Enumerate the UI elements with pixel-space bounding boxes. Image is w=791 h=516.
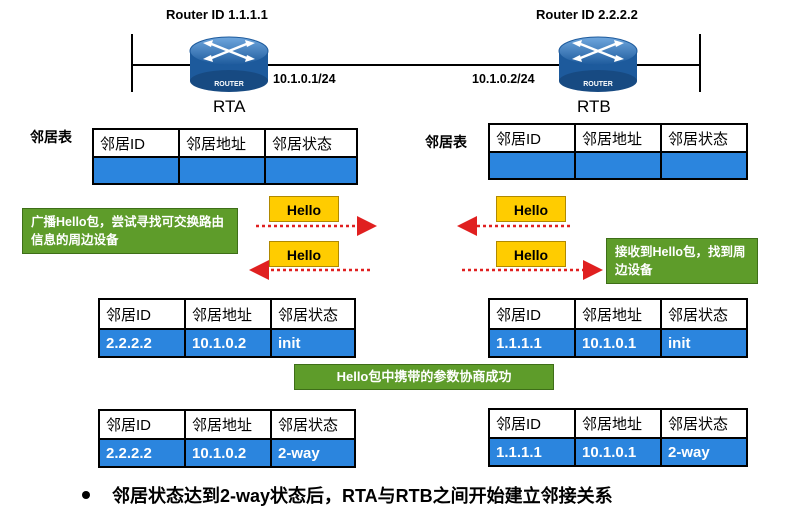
cell-neighbor-id: 1.1.1.1 <box>488 437 576 467</box>
table-row: 1.1.1.1 10.1.0.1 init <box>488 328 748 358</box>
header-neighbor-state: 邻居状态 <box>660 123 748 153</box>
hello-packet-rta-2: Hello <box>269 241 339 267</box>
rtb-name: RTB <box>577 97 611 116</box>
table-row: 2.2.2.2 10.1.0.2 2-way <box>98 438 356 468</box>
header-neighbor-id: 邻居ID <box>98 298 186 330</box>
cell-neighbor-state: init <box>270 328 356 358</box>
bottom-statement: 邻居状态达到2-way状态后，RTA与RTB之间开始建立邻接关系 <box>82 482 613 508</box>
header-neighbor-id: 邻居ID <box>488 408 576 439</box>
header-neighbor-address: 邻居地址 <box>574 298 662 330</box>
table-row: 1.1.1.1 10.1.0.1 2-way <box>488 437 748 467</box>
bullet-icon <box>82 491 90 500</box>
cell-neighbor-state: 2-way <box>660 437 748 467</box>
rtb-neighbor-table-init: 邻居ID 邻居地址 邻居状态 1.1.1.1 10.1.0.1 init <box>488 298 748 358</box>
bottom-statement-text: 邻居状态达到2-way状态后，RTA与RTB之间开始建立邻接关系 <box>112 486 613 506</box>
rtb-neighbor-table-2way: 邻居ID 邻居地址 邻居状态 1.1.1.1 10.1.0.1 2-way <box>488 408 748 467</box>
rta-router-icon[interactable]: ROUTER <box>189 35 269 93</box>
hello-packet-rtb-1: Hello <box>496 196 566 222</box>
cell-neighbor-state: 2-way <box>270 438 356 468</box>
rta-name: RTA <box>213 97 246 116</box>
cell-neighbor-address: 10.1.0.1 <box>574 328 662 358</box>
cell-neighbor-id: 2.2.2.2 <box>98 328 186 358</box>
table-row <box>92 156 358 185</box>
rta-router-id: Router ID 1.1.1.1 <box>166 7 268 22</box>
header-neighbor-id: 邻居ID <box>488 298 576 330</box>
rta-icon-label: ROUTER <box>214 81 244 88</box>
rta-neighbor-table-empty: 邻居ID 邻居地址 邻居状态 <box>92 128 358 185</box>
header-neighbor-state: 邻居状态 <box>660 408 748 439</box>
cell-neighbor-state: init <box>660 328 748 358</box>
table-row: 2.2.2.2 10.1.0.2 init <box>98 328 356 358</box>
hello-packet-rta-1: Hello <box>269 196 339 222</box>
header-neighbor-address: 邻居地址 <box>574 408 662 439</box>
hello-arrows <box>249 216 603 280</box>
header-neighbor-state: 邻居状态 <box>270 409 356 440</box>
header-neighbor-state: 邻居状态 <box>660 298 748 330</box>
rta-neighbor-table-init: 邻居ID 邻居地址 邻居状态 2.2.2.2 10.1.0.2 init <box>98 298 356 358</box>
rta-neighbor-table-label: 邻居表 <box>30 129 72 145</box>
header-neighbor-address: 邻居地址 <box>184 298 272 330</box>
rta-neighbor-table-2way: 邻居ID 邻居地址 邻居状态 2.2.2.2 10.1.0.2 2-way <box>98 409 356 468</box>
cell-neighbor-address: 10.1.0.2 <box>184 328 272 358</box>
rtb-router-id: Router ID 2.2.2.2 <box>536 7 638 22</box>
header-neighbor-id: 邻居ID <box>92 128 180 158</box>
note-broadcast: 广播Hello包，尝试寻找可交换路由信息的周边设备 <box>22 208 238 254</box>
header-neighbor-id: 邻居ID <box>488 123 576 153</box>
cell-neighbor-id: 2.2.2.2 <box>98 438 186 468</box>
rtb-neighbor-table-label: 邻居表 <box>425 134 467 150</box>
rtb-ip: 10.1.0.2/24 <box>472 72 535 86</box>
cell-neighbor-address: 10.1.0.1 <box>574 437 662 467</box>
rta-ip: 10.1.0.1/24 <box>273 72 336 86</box>
rtb-neighbor-table-empty: 邻居ID 邻居地址 邻居状态 <box>488 123 748 180</box>
rtb-icon-label: ROUTER <box>583 81 613 88</box>
header-neighbor-address: 邻居地址 <box>178 128 266 158</box>
table-row <box>488 151 748 180</box>
hello-packet-rtb-2: Hello <box>496 241 566 267</box>
header-neighbor-address: 邻居地址 <box>574 123 662 153</box>
note-negotiation: Hello包中携带的参数协商成功 <box>294 364 554 390</box>
header-neighbor-state: 邻居状态 <box>270 298 356 330</box>
header-neighbor-state: 邻居状态 <box>264 128 358 158</box>
header-neighbor-address: 邻居地址 <box>184 409 272 440</box>
rtb-router-icon[interactable]: ROUTER <box>558 35 638 93</box>
cell-neighbor-id: 1.1.1.1 <box>488 328 576 358</box>
header-neighbor-id: 邻居ID <box>98 409 186 440</box>
cell-neighbor-address: 10.1.0.2 <box>184 438 272 468</box>
note-received: 接收到Hello包，找到周边设备 <box>606 238 758 284</box>
